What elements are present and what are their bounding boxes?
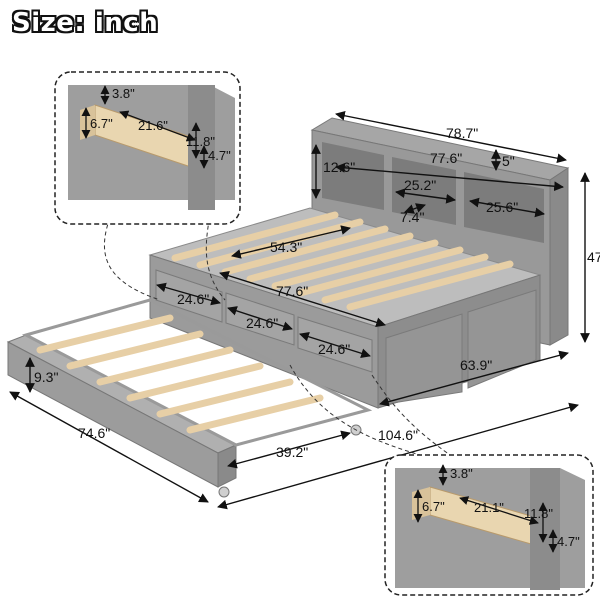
inset-top — [54, 71, 241, 225]
inset-top-side: 4.7" — [208, 148, 231, 163]
label-compartment-depth: 7.4" — [400, 209, 424, 225]
inset-top-gap: 3.8" — [112, 86, 135, 101]
dimension-labels: 78.7" 77.6" 12.6" 5" 25.2" 7.4" 25.6" 47… — [34, 125, 600, 460]
label-shelf-height: 12.6" — [323, 159, 355, 175]
inset-bottom-height: 6.7" — [422, 499, 445, 514]
label-side-depth: 63.9" — [460, 357, 492, 373]
inset-bottom-depth: 11.8" — [524, 506, 553, 521]
label-trundle-width: 39.2" — [276, 444, 308, 460]
label-drawer-front-2: 24.6" — [246, 315, 278, 331]
inset-bottom-side: 4.7" — [557, 534, 580, 549]
inset-bottom-length: 21.1" — [474, 500, 504, 515]
label-trundle-height: 9.3" — [34, 369, 58, 385]
label-total-height: 47.2" — [587, 249, 600, 265]
inset-top-labels: 3.8" 6.7" 21.6" 11.8" 4.7" — [90, 86, 231, 163]
label-shelf-inner-width: 77.6" — [430, 150, 462, 166]
inset-top-height: 6.7" — [90, 116, 113, 131]
label-slat-span: 54.3" — [270, 239, 302, 255]
label-total-length: 104.6" — [378, 427, 418, 443]
inset-top-length: 21.6" — [138, 118, 168, 133]
label-shelf-divider: 5" — [502, 153, 515, 169]
label-compartment-center: 25.2" — [404, 177, 436, 193]
label-compartment-right: 25.6" — [486, 199, 518, 215]
inset-bottom — [384, 454, 594, 596]
label-headboard-width: 78.7" — [446, 125, 478, 141]
label-drawer-front-1: 24.6" — [177, 291, 209, 307]
label-drawer-front-3: 24.6" — [318, 341, 350, 357]
label-inner-length: 77.6" — [276, 283, 308, 299]
label-trundle-length: 74.6" — [78, 425, 110, 441]
inset-top-depth: 11.8" — [186, 134, 215, 149]
size-title: Size: inch — [12, 8, 159, 38]
inset-bottom-gap: 3.8" — [450, 466, 473, 481]
inset-bottom-labels: 3.8" 6.7" 21.1" 11.8" 4.7" — [422, 466, 580, 549]
dimension-lines — [9, 110, 590, 510]
